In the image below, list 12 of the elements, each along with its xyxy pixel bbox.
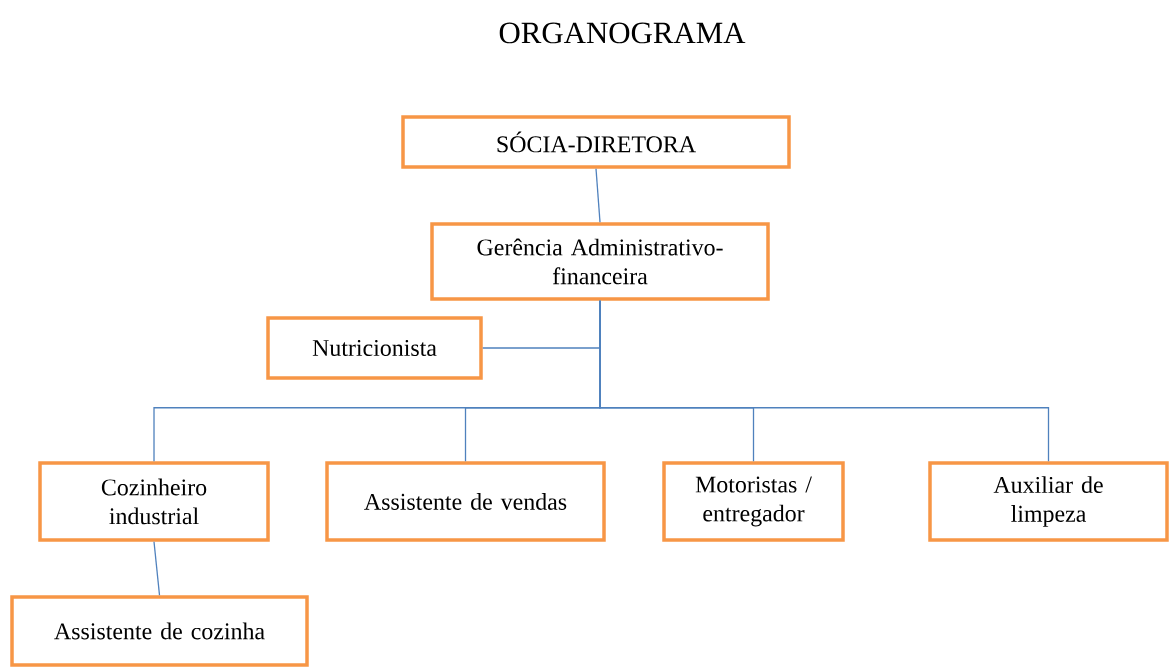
role-box: Motoristas / entregador (662, 461, 845, 542)
connector-line (595, 168, 601, 223)
role-box: Assistente de vendas (325, 461, 606, 542)
role-box: Nutricionista (266, 316, 483, 380)
connector-line (599, 300, 1050, 462)
role-box: Auxiliar de limpeza (928, 461, 1169, 542)
role-box: Assistente de cozinha (10, 595, 309, 667)
role-box: SÓCIA-DIRETORA (401, 115, 791, 169)
role-box: Gerência Administrativo-financeira (430, 222, 770, 301)
role-box: Cozinheiro industrial (38, 461, 270, 542)
title: ORGANOGRAMA (499, 22, 746, 44)
connector-line (153, 541, 161, 596)
